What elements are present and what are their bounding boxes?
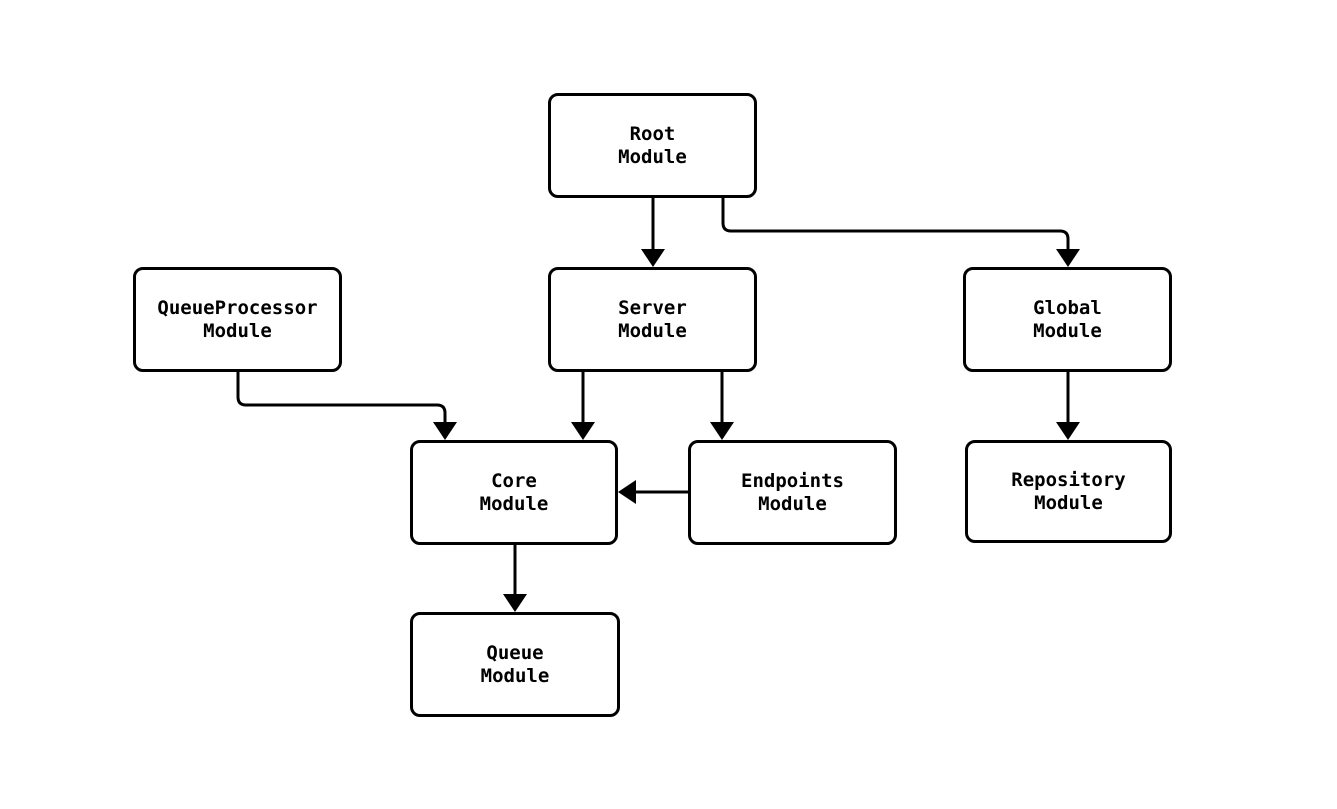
node-server-module-label-line2: Module [618,319,687,342]
node-endpoints-module-label-line2: Module [758,492,827,515]
node-queue-module-label-line2: Module [480,664,550,687]
node-core-module-label-line1: Core [491,469,537,492]
node-repository-module-label-line2: Module [1034,491,1103,514]
node-core-module-label-line2: Module [479,492,549,515]
edge-queueprocessor-to-core [236,372,447,422]
node-repository-module: Repository Module [965,440,1172,543]
node-endpoints-module: Endpoints Module [688,440,897,545]
node-root-module-label-line2: Module [618,145,687,168]
node-queueprocessor-module: QueueProcessor Module [133,267,342,372]
node-queue-module: Queue Module [410,612,620,717]
arrowhead-root-to-global [1056,249,1080,267]
arrowhead-server-to-endpoints [710,422,734,440]
node-global-module: Global Module [963,267,1172,372]
node-queue-module-label-line1: Queue [486,641,544,664]
arrowhead-queueprocessor-to-core [433,422,457,440]
arrowhead-global-to-repository [1056,422,1080,440]
node-global-module-label-line1: Global [1033,296,1102,319]
node-global-module-label-line2: Module [1033,319,1102,342]
edge-root-to-global [721,198,1070,249]
node-repository-module-label-line1: Repository [1011,468,1126,491]
arrowhead-core-to-queue [503,594,527,612]
arrowhead-server-to-core [571,422,595,440]
node-server-module: Server Module [548,267,757,372]
node-queueprocessor-module-label-line1: QueueProcessor [157,296,318,319]
arrowhead-endpoints-to-core [618,480,636,504]
node-core-module: Core Module [410,440,618,545]
node-endpoints-module-label-line1: Endpoints [741,469,844,492]
node-root-module: Root Module [548,93,757,198]
arrowhead-root-to-server [641,249,665,267]
node-queueprocessor-module-label-line2: Module [203,319,272,342]
node-root-module-label-line1: Root [629,122,676,145]
node-server-module-label-line1: Server [618,296,687,319]
